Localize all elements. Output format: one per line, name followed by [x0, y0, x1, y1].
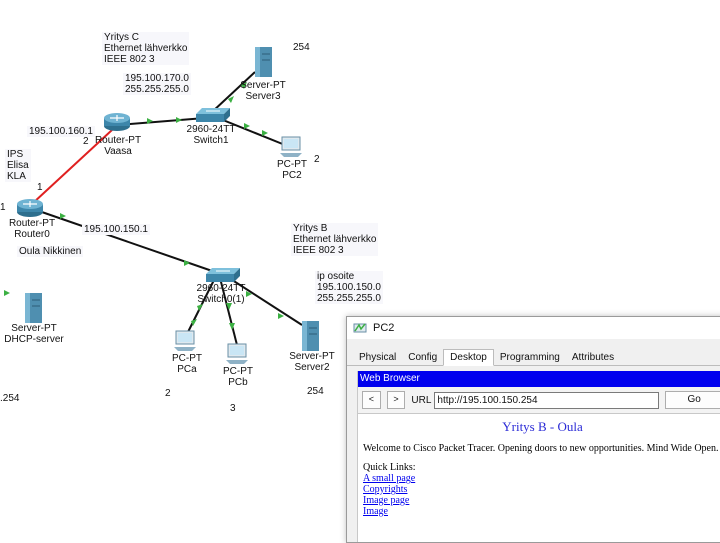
url-label: URL: [411, 394, 432, 406]
label-pcb: PC-PT PCb: [223, 366, 253, 388]
tab-attributes[interactable]: Attributes: [571, 352, 615, 363]
label-server2: Server-PT Server2: [289, 351, 335, 373]
tag-vaasa-2: 2: [83, 136, 89, 147]
link-router0-switch0: [35, 209, 219, 274]
link-vaasa-switch1: [117, 117, 206, 126]
switch1-icon[interactable]: [196, 108, 230, 122]
back-button[interactable]: <: [362, 391, 381, 409]
server3-icon[interactable]: [255, 47, 272, 77]
forward-button[interactable]: >: [386, 391, 406, 409]
note-ips: IPS Elisa KLA: [5, 149, 31, 182]
link-copyrights[interactable]: Copyrights: [363, 484, 408, 495]
desktop-content: Web Browser < > URL http://195.100.150.2…: [357, 371, 720, 542]
label-pc2: PC-PT PC2: [277, 159, 307, 181]
quick-links-label: Quick Links:: [363, 462, 416, 473]
browser-page: Yritys B - Oula Welcome to Cisco Packet …: [358, 414, 720, 520]
link-small-page[interactable]: A small page: [363, 473, 416, 484]
note-network-c: 195.100.170.0 255.255.255.0: [123, 73, 191, 95]
web-browser-title: Web Browser: [358, 371, 720, 387]
tag-dhcp-254: .254: [0, 393, 20, 404]
tag-server2-254: 254: [307, 386, 324, 397]
tag-router0-1: 1: [37, 182, 43, 193]
dhcp-server-icon[interactable]: [25, 293, 42, 323]
pcb-icon[interactable]: [226, 343, 248, 364]
label-vaasa: Router-PT Vaasa: [94, 135, 142, 157]
pc2-icon[interactable]: [280, 136, 302, 157]
server2-icon[interactable]: [302, 321, 319, 351]
router-vaasa-icon[interactable]: [104, 113, 130, 131]
window-title: PC2: [373, 322, 395, 334]
router0-icon[interactable]: [17, 199, 43, 217]
packet-tracer-icon: [353, 323, 367, 333]
tab-bar: Physical Config Desktop Programming Attr…: [347, 347, 720, 366]
note-vaasa-ip: 195.100.160.1: [27, 126, 95, 137]
pc2-window: PC2 Physical Config Desktop Programming …: [346, 316, 720, 543]
tab-config[interactable]: Config: [408, 352, 438, 363]
link-switch1-server3: [211, 71, 256, 113]
tag-pcb-3: 3: [230, 403, 236, 414]
label-pca: PC-PT PCa: [172, 353, 202, 375]
switch0-icon[interactable]: [206, 268, 240, 282]
link-vaasa-router0: [32, 129, 113, 204]
label-router0: Router-PT Router0: [8, 218, 56, 240]
tag-pca-2: 2: [165, 388, 171, 399]
link-image-page[interactable]: Image page: [363, 495, 410, 506]
url-input[interactable]: http://195.100.150.254: [434, 391, 660, 409]
pca-icon[interactable]: [174, 330, 196, 351]
tag-server3-254: 254: [293, 42, 310, 53]
welcome-text: Welcome to Cisco Packet Tracer. Opening …: [363, 443, 719, 454]
label-switch0: 2960-24TT Switch0(1): [196, 283, 246, 305]
url-bar: < > URL http://195.100.150.254 Go: [358, 387, 720, 414]
go-button[interactable]: Go: [665, 391, 720, 409]
tag-pc2-2: 2: [314, 154, 320, 165]
note-router0-ip: 195.100.150.1: [82, 224, 150, 235]
link-switch0-pcb: [219, 277, 238, 346]
label-switch1: 2960-24TT Switch1: [186, 124, 236, 146]
note-owner: Oula Nikkinen: [17, 246, 84, 257]
label-dhcp-server: Server-PT DHCP-server: [4, 323, 64, 345]
link-switch0-server2: [225, 275, 303, 326]
note-ip-b: ip osoite 195.100.150.0 255.255.255.0: [315, 271, 383, 304]
tag-left-1: 1: [0, 202, 6, 213]
tab-programming[interactable]: Programming: [499, 352, 560, 363]
link-image[interactable]: Image: [363, 506, 388, 517]
note-yritys-b: Yritys B Ethernet lähverkko IEEE 802 3: [291, 223, 379, 256]
tab-desktop[interactable]: Desktop: [443, 349, 494, 366]
note-yritys-c: Yritys C Ethernet lähverkko IEEE 802 3: [102, 32, 190, 65]
link-switch1-pc2: [217, 117, 286, 146]
label-server3: Server-PT Server3: [240, 80, 286, 102]
tab-physical[interactable]: Physical: [359, 352, 397, 363]
link-indicators: [4, 82, 284, 330]
page-title: Yritys B - Oula: [502, 419, 583, 434]
window-titlebar[interactable]: PC2: [347, 317, 720, 339]
